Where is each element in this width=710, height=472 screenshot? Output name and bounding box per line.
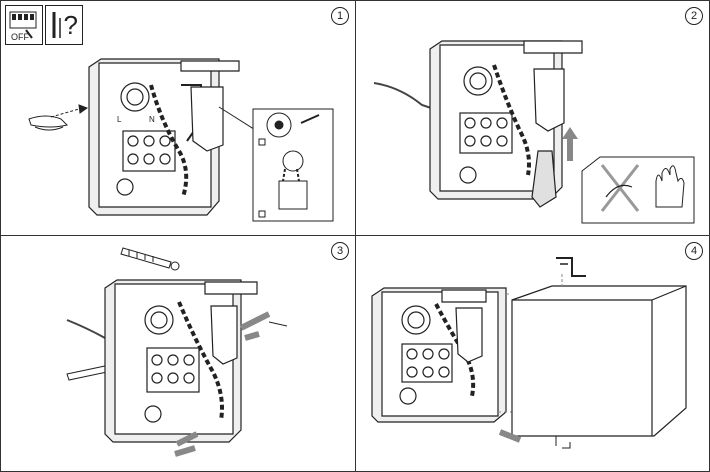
screwdriver-tools-icon: ?	[45, 5, 83, 45]
panel-step-3: 3	[0, 235, 356, 472]
cover-box	[511, 285, 687, 437]
terminal-label-n: N	[149, 115, 155, 124]
step-number-1: 1	[331, 7, 349, 25]
hex-key-icon	[556, 257, 586, 277]
switch-off-label: OFF	[11, 32, 29, 42]
step-number-4: 4	[685, 242, 703, 260]
step-number-2: 2	[685, 7, 703, 25]
power-switch-off-icon: OFF	[5, 5, 43, 45]
detail-callout	[252, 108, 334, 222]
panel-step-4: 4	[355, 235, 710, 472]
question-mark: ?	[63, 10, 78, 40]
wire-stripper-icon	[28, 104, 89, 131]
panel-step-1: OFF ? L N 1	[0, 0, 356, 236]
panel-4-illustration	[371, 257, 687, 449]
junction-box-icon	[88, 58, 240, 216]
panel-step-2: 2	[355, 0, 710, 236]
panel-3-illustration	[66, 247, 288, 457]
no-bare-hands-callout	[581, 156, 695, 224]
step-number-3: 3	[331, 242, 349, 260]
panel-1-illustration	[28, 58, 334, 222]
junction-box-icon	[104, 279, 258, 443]
terminal-label-l: L	[117, 115, 122, 124]
junction-box-icon	[371, 287, 507, 423]
panel-2-illustration	[373, 40, 695, 224]
junction-box-icon	[429, 40, 583, 208]
